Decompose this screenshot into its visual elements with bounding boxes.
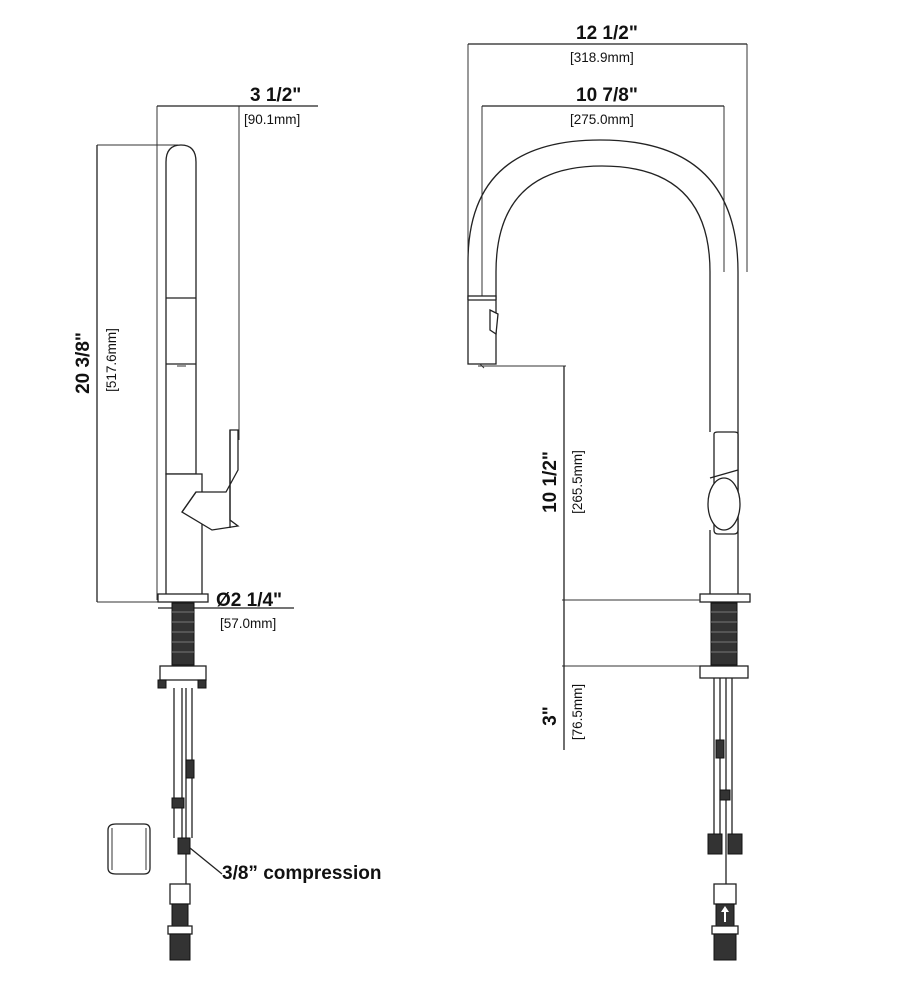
side-width-dimension: 3 1/2" [90.1mm] (156, 85, 318, 600)
front-reach-outer-dimension: 12 1/2" [318.9mm] (467, 23, 748, 272)
front-supply-hoses (707, 678, 743, 961)
side-width-imperial: 3 1/2" (250, 85, 301, 106)
compression-callout: 3/8” compression (189, 847, 381, 884)
side-supply-hoses (167, 688, 195, 961)
front-reach-inner-imperial: 10 7/8" (576, 85, 638, 106)
side-base-dimension: Ø2 1/4" [57.0mm] (158, 590, 294, 631)
front-spout-height-imperial: 10 1/2" (540, 451, 561, 513)
compression-label: 3/8” compression (222, 863, 381, 884)
side-height-metric: [517.6mm] (104, 328, 119, 392)
side-base-metric: [57.0mm] (220, 616, 276, 631)
front-threaded-shank (699, 602, 749, 679)
side-faucet-body (157, 144, 240, 603)
front-reach-inner-dimension: 10 7/8" [275.0mm] (481, 85, 725, 298)
front-deck-thickness-dimension: 3" [76.5mm] (540, 600, 700, 750)
hose-weight-part (107, 823, 151, 875)
side-height-dimension: 20 3/8" [517.6mm] (73, 144, 178, 603)
front-reach-outer-metric: [318.9mm] (570, 50, 634, 65)
front-deck-metric: [76.5mm] (570, 684, 585, 740)
front-deck-imperial: 3" (540, 706, 561, 726)
front-view: 12 1/2" [318.9mm] 10 7/8" [275.0mm] (467, 23, 751, 961)
side-height-imperial: 20 3/8" (73, 332, 94, 394)
side-base-imperial: Ø2 1/4" (216, 590, 282, 611)
side-view: 3 1/2" [90.1mm] 20 3/8" [517.6mm] (73, 85, 381, 961)
front-spout-height-metric: [265.5mm] (570, 450, 585, 514)
side-threaded-shank (157, 602, 207, 689)
side-width-metric: [90.1mm] (244, 112, 300, 127)
front-reach-inner-metric: [275.0mm] (570, 112, 634, 127)
front-reach-outer-imperial: 12 1/2" (576, 23, 638, 44)
front-spout-height-dimension: 10 1/2" [265.5mm] (478, 365, 700, 601)
front-faucet-body (467, 139, 751, 603)
